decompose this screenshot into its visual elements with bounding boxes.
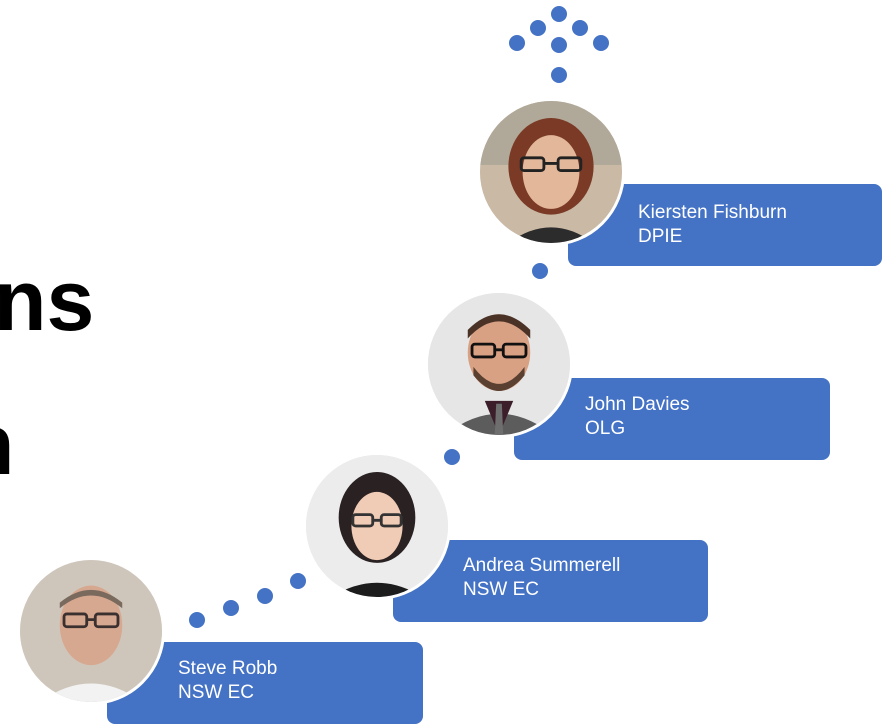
path-dot	[593, 35, 609, 51]
path-dot	[509, 35, 525, 51]
path-dot	[189, 612, 205, 628]
person-name: John Davies	[585, 394, 690, 415]
avatar-photo-andrea	[306, 455, 448, 597]
avatar-photo-steve	[20, 560, 162, 702]
avatar	[425, 290, 573, 438]
path-dot	[551, 6, 567, 22]
avatar-photo-john	[428, 293, 570, 435]
avatar-photo-kiersten	[480, 101, 622, 243]
person-org: NSW EC	[178, 682, 254, 703]
person-org: NSW EC	[463, 579, 539, 600]
path-dot	[551, 67, 567, 83]
person-name: Kiersten Fishburn	[638, 202, 787, 223]
path-dot	[444, 449, 460, 465]
person-name: Andrea Summerell	[463, 555, 621, 576]
person-org: DPIE	[638, 226, 683, 247]
person-org: OLG	[585, 418, 626, 439]
person-name: Steve Robb	[178, 658, 278, 679]
path-dot	[551, 37, 567, 53]
path-dot	[530, 20, 546, 36]
person-card-andrea: Andrea Summerell NSW EC	[393, 540, 708, 622]
path-dot	[572, 20, 588, 36]
heading-fragment-1: ns	[0, 253, 95, 349]
heading-fragment-2: n	[0, 402, 15, 488]
path-dot	[257, 588, 273, 604]
avatar	[303, 452, 451, 600]
path-dot	[223, 600, 239, 616]
avatar	[477, 98, 625, 246]
avatar	[17, 557, 165, 705]
path-dot	[290, 573, 306, 589]
path-dot	[532, 263, 548, 279]
